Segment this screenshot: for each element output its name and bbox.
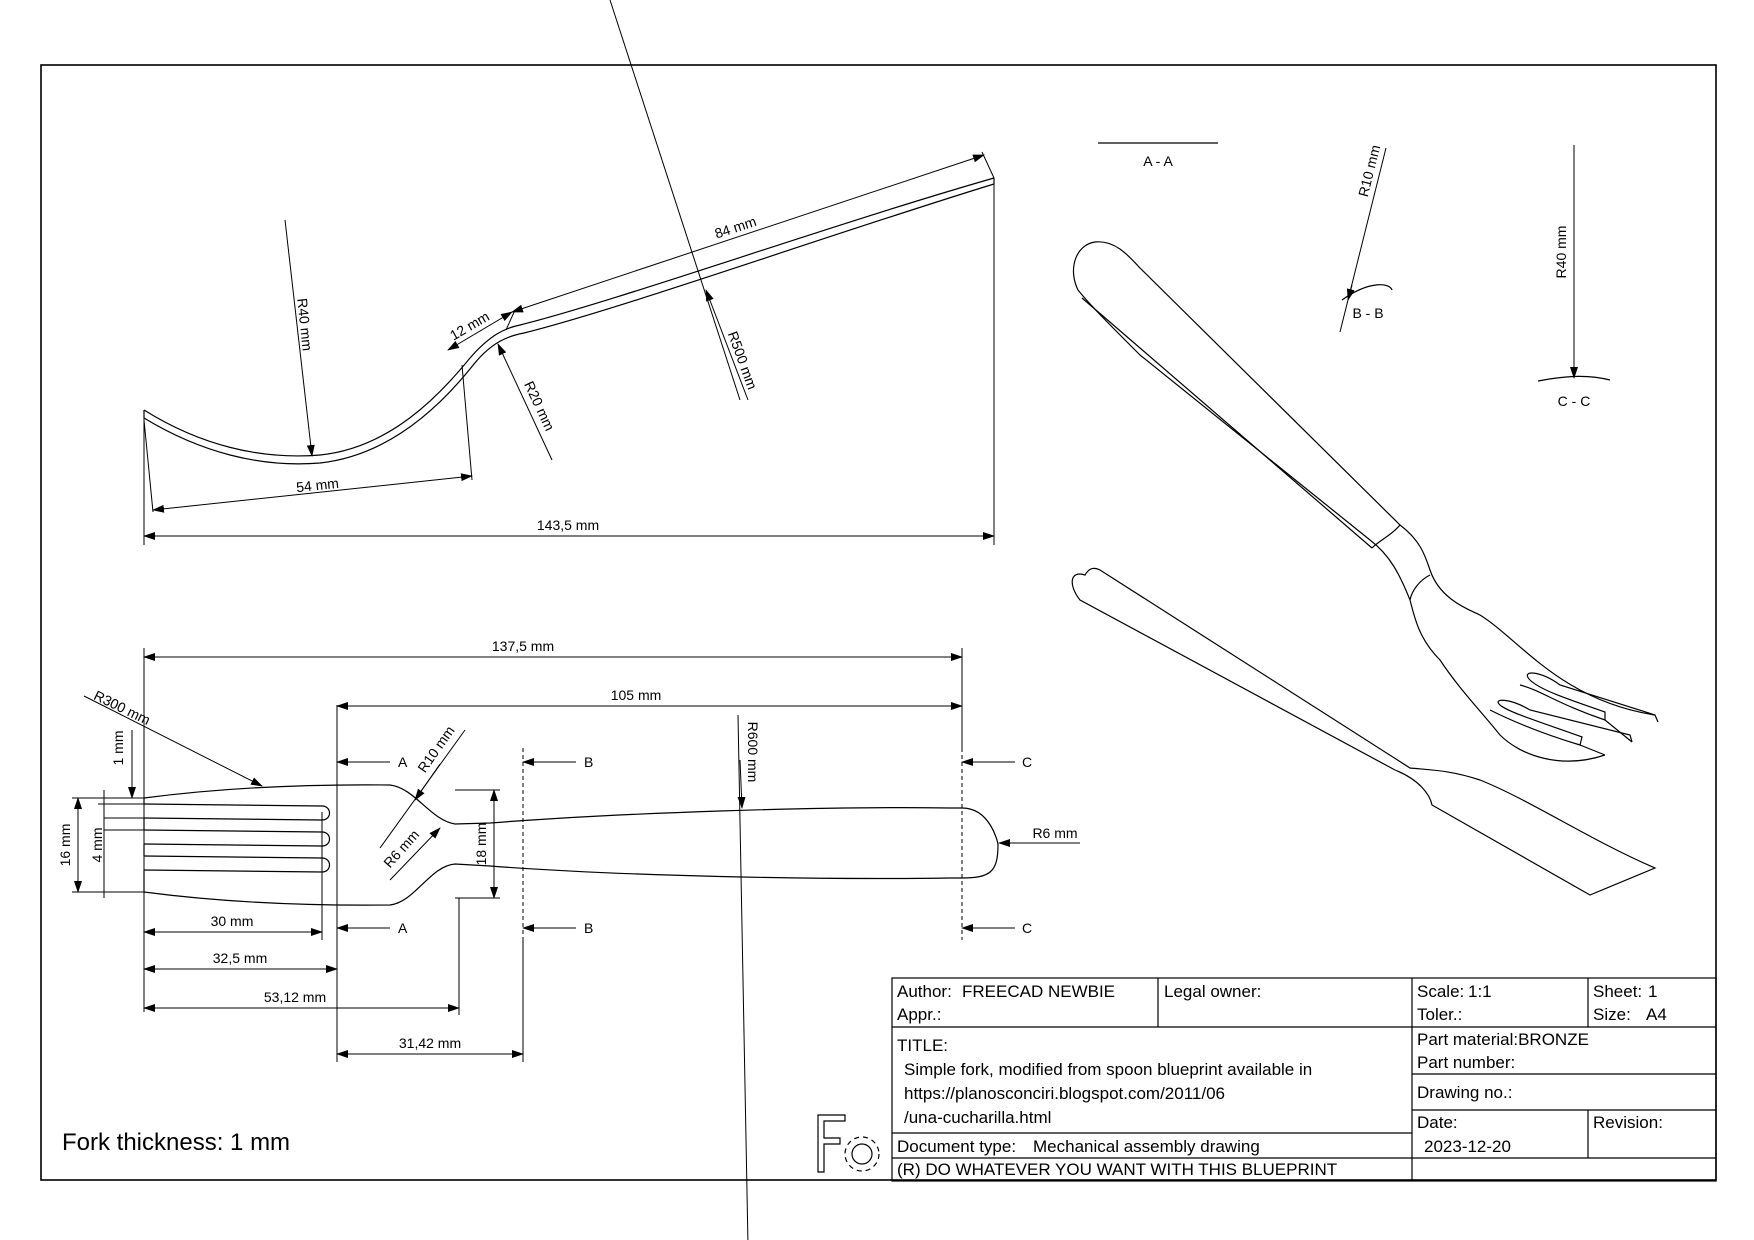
- section-r10-label: R10 mm: [1355, 143, 1383, 198]
- construction-line: [609, 0, 741, 401]
- dim-143-label: 143,5 mm: [537, 517, 599, 533]
- appr-label: Appr.:: [897, 1005, 941, 1024]
- toler-label: Toler.:: [1417, 1005, 1462, 1024]
- isometric-view-side: [1071, 567, 1657, 896]
- dim-4-label: 4 mm: [89, 828, 105, 863]
- dim-1-label: 1 mm: [110, 731, 126, 766]
- dim-line-12: [447, 311, 513, 351]
- dim-30-label: 30 mm: [211, 913, 254, 929]
- dim-r600-label: R600 mm: [745, 722, 761, 783]
- dim-32-label: 32,5 mm: [213, 950, 267, 966]
- section-c-bottom: C: [1022, 920, 1032, 936]
- dim-137-label: 137,5 mm: [492, 638, 554, 654]
- part-material: Part material:BRONZE: [1417, 1030, 1589, 1049]
- title-line-3: /una-cucharilla.html: [904, 1108, 1051, 1127]
- section-c-top: C: [1022, 754, 1032, 770]
- dim-54-label: 54 mm: [295, 475, 339, 495]
- section-a-top: A: [398, 754, 408, 770]
- title-line-1: Simple fork, modified from spoon bluepri…: [904, 1060, 1312, 1079]
- freecad-logo-icon: [817, 1114, 880, 1173]
- sheet-value: 1: [1648, 982, 1657, 1001]
- rights-notice: (R) DO WHATEVER YOU WANT WITH THIS BLUEP…: [897, 1160, 1337, 1179]
- isometric-view-fork: [1072, 241, 1659, 762]
- section-a-bottom: A: [398, 920, 408, 936]
- part-number-label: Part number:: [1417, 1053, 1515, 1072]
- dim-r40-label: R40 mm: [294, 297, 315, 351]
- section-views: A - A R10 mm B - B R40 mm C - C: [1098, 142, 1611, 409]
- dim-r6-right-label: R6 mm: [1032, 825, 1077, 841]
- date-value: 2023-12-20: [1424, 1137, 1511, 1156]
- drawing-no-label: Drawing no.:: [1417, 1083, 1512, 1102]
- doc-type-label: Document type:: [897, 1137, 1016, 1156]
- date-label: Date:: [1417, 1113, 1458, 1132]
- dim-line-r500: [705, 289, 749, 401]
- dim-line-r20: [497, 343, 553, 461]
- scale-value: 1:1: [1468, 982, 1492, 1001]
- legal-owner-label: Legal owner:: [1164, 982, 1261, 1001]
- dim-line-r300: [83, 695, 263, 787]
- dim-line-54: [152, 473, 473, 513]
- author-value: FREECAD NEWBIE: [962, 982, 1115, 1001]
- title-block: Author: FREECAD NEWBIE Appr.: Legal owne…: [891, 977, 1717, 1182]
- size-value: A4: [1646, 1005, 1667, 1024]
- dim-53-label: 53,12 mm: [264, 989, 326, 1005]
- scale-label: Scale:: [1417, 982, 1464, 1001]
- dim-31-label: 31,42 mm: [399, 1035, 461, 1051]
- doc-type-value: Mechanical assembly drawing: [1033, 1137, 1260, 1156]
- revision-label: Revision:: [1593, 1113, 1663, 1132]
- section-aa-label: A - A: [1143, 153, 1173, 169]
- section-bb-label: B - B: [1352, 305, 1383, 321]
- construction-line-r600: [737, 714, 749, 1240]
- dim-line-r40: [284, 219, 315, 457]
- dim-16-label: 16 mm: [57, 824, 73, 867]
- thickness-note: Fork thickness: 1 mm: [62, 1129, 290, 1156]
- dim-r500-label: R500 mm: [725, 329, 761, 391]
- dim-line-84: [511, 154, 985, 313]
- section-cc-label: C - C: [1558, 393, 1591, 409]
- size-label: Size:: [1593, 1005, 1631, 1024]
- side-view: 143,5 mm 54 mm 84 mm 12 mm R40 mm R20 mm…: [143, 151, 995, 545]
- sheet-label: Sheet:: [1593, 982, 1642, 1001]
- author-label: Author:: [897, 982, 952, 1001]
- drawing-border: [40, 64, 1717, 1181]
- section-r40-label: R40 mm: [1553, 226, 1569, 279]
- title-line-2: https://planosconciri.blogspot.com/2011/…: [904, 1084, 1225, 1103]
- dim-12-label: 12 mm: [447, 308, 492, 343]
- dim-18-label: 18 mm: [473, 823, 489, 866]
- dim-105-label: 105 mm: [611, 687, 662, 703]
- title-label: TITLE:: [897, 1036, 948, 1055]
- dim-line-r6-left: [389, 827, 441, 881]
- dim-r6-left-label: R6 mm: [380, 827, 422, 871]
- section-b-bottom: B: [584, 920, 593, 936]
- section-b-top: B: [584, 754, 593, 770]
